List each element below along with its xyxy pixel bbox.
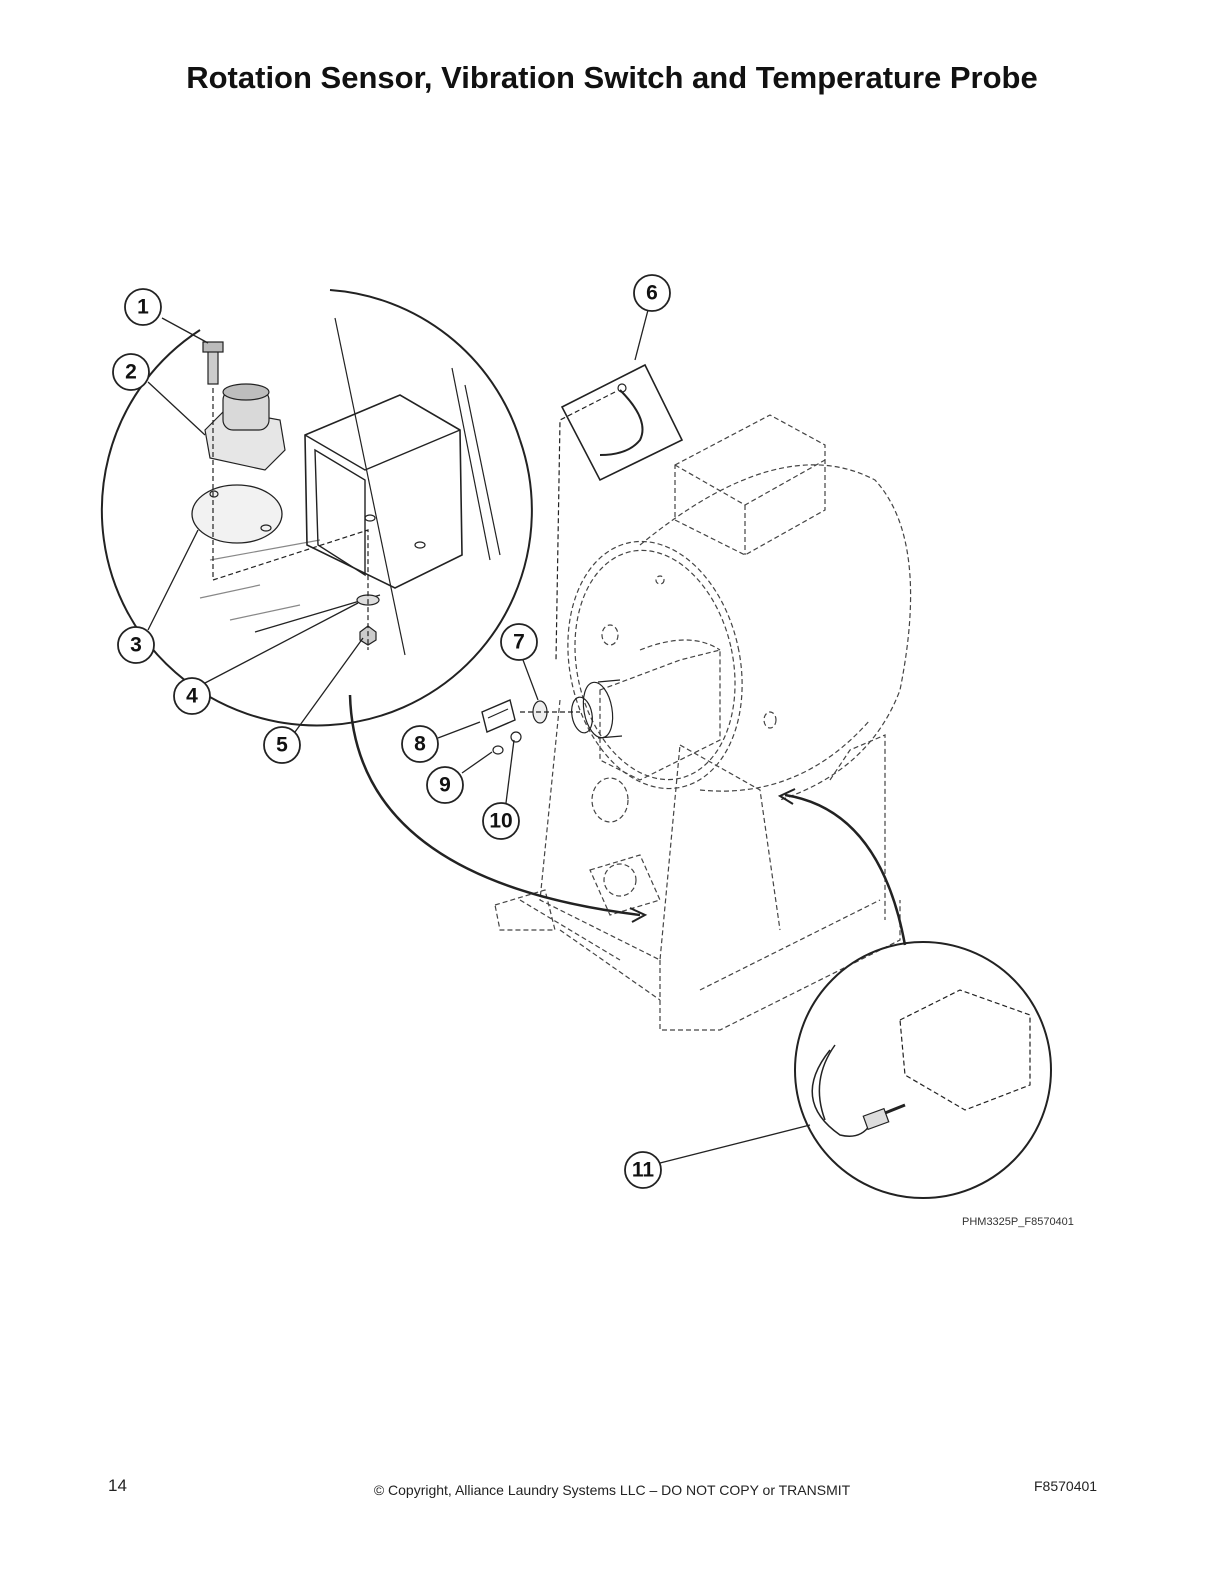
callout-label: 4 <box>186 685 198 708</box>
callout-1: 1 <box>124 288 162 326</box>
callout-4: 4 <box>173 677 211 715</box>
temperature-probe-location-arrow <box>784 793 907 946</box>
callout-label: 3 <box>130 634 142 657</box>
callout-7: 7 <box>500 623 538 661</box>
callout-6: 6 <box>633 274 671 312</box>
shaft-hub <box>571 679 623 739</box>
document-number: F8570401 <box>1034 1478 1098 1494</box>
page-number: 14 <box>108 1476 127 1495</box>
page-title: Rotation Sensor, Vibration Switch and Te… <box>186 60 1038 95</box>
figure-id: PHM3325P_F8570401 <box>962 1216 1074 1228</box>
ground-wire-detail <box>555 363 684 661</box>
temperature-probe-detail <box>794 941 1052 1199</box>
callout-label: 11 <box>632 1159 655 1182</box>
leader-lines <box>147 309 811 1164</box>
callout-3: 3 <box>117 626 155 664</box>
vibration-switch-detail <box>100 289 533 727</box>
callout-label: 6 <box>646 282 658 305</box>
callout-9: 9 <box>426 766 464 804</box>
vibration-switch-location-arrow <box>348 694 641 917</box>
callout-label: 1 <box>137 296 149 319</box>
washer-body <box>494 414 912 1031</box>
callout-label: 7 <box>513 631 525 654</box>
rotation-sensor-parts <box>481 699 580 755</box>
callout-label: 9 <box>439 774 451 797</box>
callout-label: 8 <box>414 733 426 756</box>
callout-label: 2 <box>125 361 137 384</box>
callout-8: 8 <box>401 725 439 763</box>
callout-5: 5 <box>263 726 301 764</box>
callout-label: 5 <box>276 734 288 757</box>
callouts: 1 2 3 4 5 6 7 8 <box>112 274 671 1189</box>
callout-2: 2 <box>112 353 150 391</box>
callout-label: 10 <box>489 810 512 833</box>
callout-10: 10 <box>482 802 520 840</box>
callout-11: 11 <box>624 1151 662 1189</box>
copyright-notice: © Copyright, Alliance Laundry Systems LL… <box>373 1482 851 1498</box>
